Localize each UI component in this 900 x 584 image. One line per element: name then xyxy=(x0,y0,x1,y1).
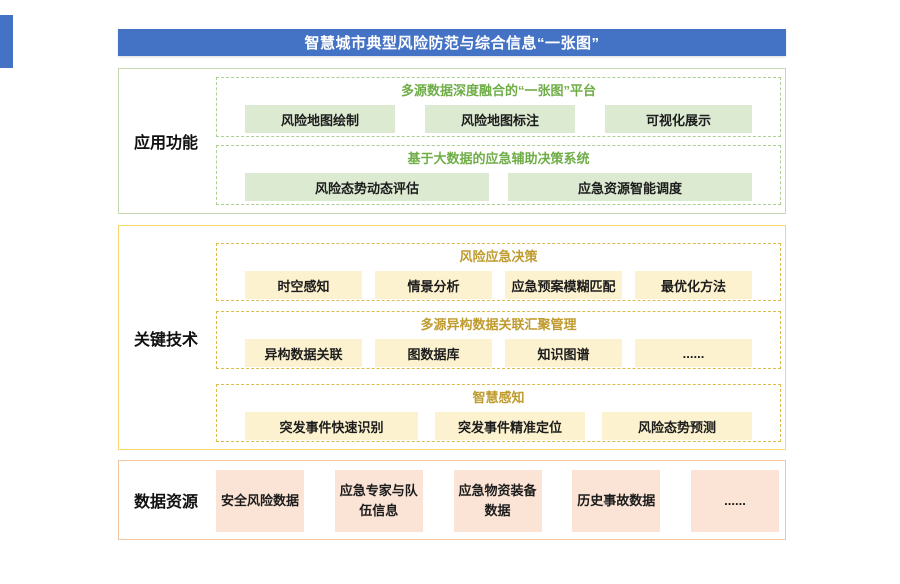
group-bigdata-decision: 基于大数据的应急辅助决策系统 风险态势动态评估 应急资源智能调度 xyxy=(216,145,781,205)
item-box: 历史事故数据 xyxy=(572,470,661,532)
item-box: 异构数据关联 xyxy=(245,339,362,367)
title-banner: 智慧城市典型风险防范与综合信息“一张图” xyxy=(118,29,786,56)
item-box: 可视化展示 xyxy=(605,105,752,133)
slide-accent-bar xyxy=(0,15,13,68)
group-header: 智慧感知 xyxy=(472,390,525,405)
item-box: 应急预案模糊匹配 xyxy=(505,271,622,299)
section-data-resources: 数据资源 安全风险数据 应急专家与队伍信息 应急物资装备数据 历史事故数据 ..… xyxy=(118,460,786,540)
item-box: 风险态势预测 xyxy=(602,412,752,440)
group-header: 多源数据深度融合的“一张图”平台 xyxy=(400,83,596,98)
section-application: 应用功能 多源数据深度融合的“一张图”平台 风险地图绘制 风险地图标注 可视化展… xyxy=(118,68,786,214)
item-box: 风险地图标注 xyxy=(425,105,575,133)
section-data-resources-label: 数据资源 xyxy=(134,494,199,511)
item-box: 安全风险数据 xyxy=(216,470,304,532)
item-box: 应急物资装备数据 xyxy=(453,470,542,532)
group-header: 风险应急决策 xyxy=(459,249,538,264)
items-row: 风险态势动态评估 应急资源智能调度 xyxy=(217,173,780,201)
item-box: ...... xyxy=(635,339,752,367)
section-technology: 关键技术 风险应急决策 时空感知 情景分析 应急预案模糊匹配 最优化方法 多源异… xyxy=(118,225,786,450)
item-box: 突发事件精准定位 xyxy=(435,412,585,440)
items-row: 异构数据关联 图数据库 知识图谱 ...... xyxy=(217,339,780,367)
section-application-label: 应用功能 xyxy=(134,135,199,152)
group-header: 多源异构数据关联汇聚管理 xyxy=(420,317,577,332)
item-box: 突发事件快速识别 xyxy=(245,412,418,440)
item-box: 应急资源智能调度 xyxy=(508,173,752,201)
item-box: 情景分析 xyxy=(375,271,492,299)
items-row: 时空感知 情景分析 应急预案模糊匹配 最优化方法 xyxy=(217,271,780,299)
group-header: 基于大数据的应急辅助决策系统 xyxy=(407,151,590,166)
item-box: 风险态势动态评估 xyxy=(245,173,489,201)
group-risk-emergency-decision: 风险应急决策 时空感知 情景分析 应急预案模糊匹配 最优化方法 xyxy=(216,243,781,301)
item-box: ...... xyxy=(691,470,779,532)
items-row: 风险地图绘制 风险地图标注 可视化展示 xyxy=(217,105,780,133)
item-box: 图数据库 xyxy=(375,339,492,367)
group-onemap-platform: 多源数据深度融合的“一张图”平台 风险地图绘制 风险地图标注 可视化展示 xyxy=(216,77,781,137)
items-row: 安全风险数据 应急专家与队伍信息 应急物资装备数据 历史事故数据 ...... xyxy=(216,470,779,532)
item-box: 应急专家与队伍信息 xyxy=(334,470,423,532)
item-box: 知识图谱 xyxy=(505,339,622,367)
item-box: 风险地图绘制 xyxy=(245,105,395,133)
group-heterogeneous-data: 多源异构数据关联汇聚管理 异构数据关联 图数据库 知识图谱 ...... xyxy=(216,311,781,369)
item-box: 时空感知 xyxy=(245,271,362,299)
item-box: 最优化方法 xyxy=(635,271,752,299)
group-smart-sensing: 智慧感知 突发事件快速识别 突发事件精准定位 风险态势预测 xyxy=(216,384,781,442)
section-technology-label: 关键技术 xyxy=(134,331,199,349)
page-title: 智慧城市典型风险防范与综合信息“一张图” xyxy=(304,35,600,52)
items-row: 突发事件快速识别 突发事件精准定位 风险态势预测 xyxy=(217,412,780,440)
